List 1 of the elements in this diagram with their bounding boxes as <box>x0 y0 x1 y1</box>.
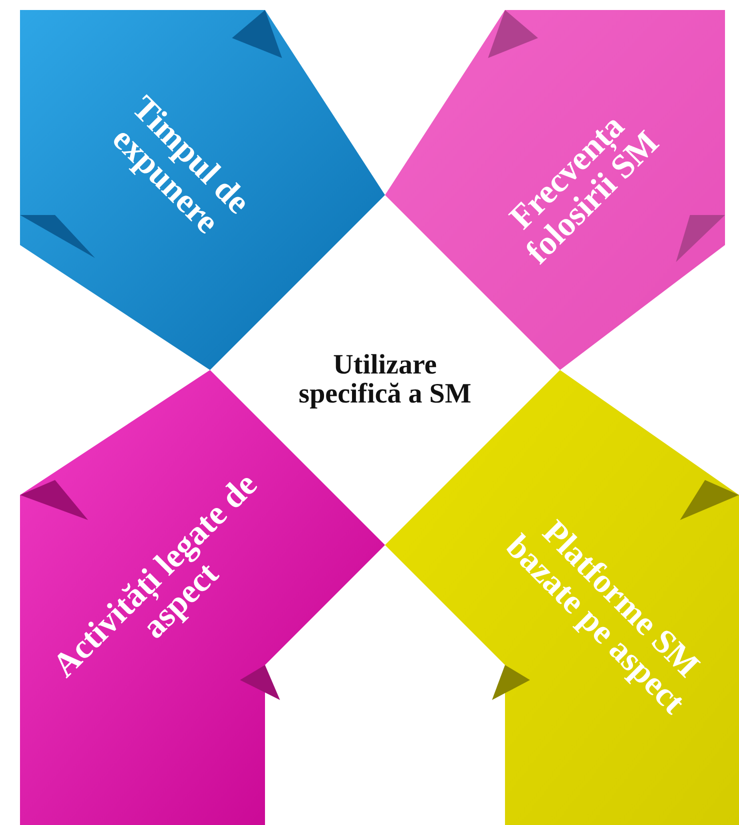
center-label: Utilizare specifică a SM <box>298 350 472 410</box>
